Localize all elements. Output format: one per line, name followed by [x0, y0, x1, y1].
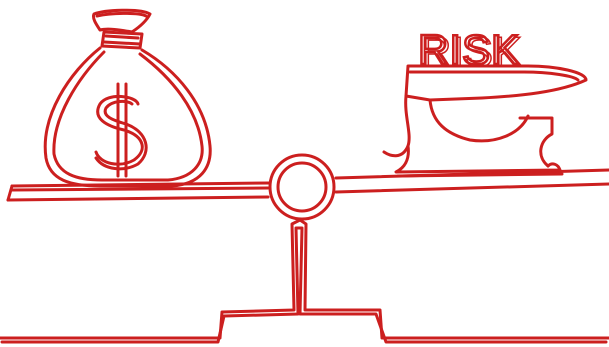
dollar-sign-icon [96, 84, 146, 176]
risk-label-shadow: RISK [421, 28, 523, 75]
pivot-circle-icon [270, 155, 334, 219]
anvil-icon [384, 66, 586, 176]
scale-base [0, 220, 609, 342]
